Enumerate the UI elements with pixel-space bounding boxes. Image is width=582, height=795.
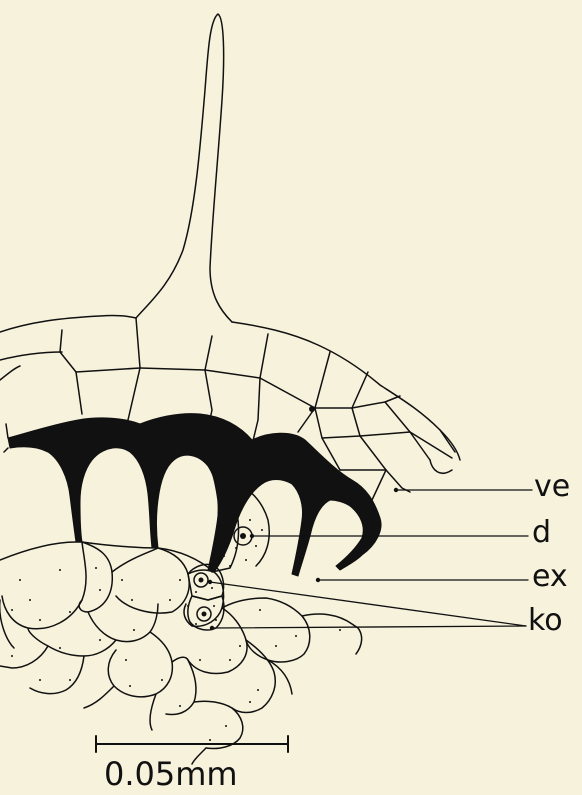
leader-ko-1 (210, 582, 526, 626)
cortex-cells (0, 542, 362, 764)
root-hair (136, 14, 232, 322)
label-d: d (532, 518, 551, 548)
scale-bar (96, 736, 288, 752)
leader-ko-2 (212, 626, 526, 628)
label-ko: ko (528, 606, 563, 636)
cytoplasm-stippling (11, 493, 341, 741)
scale-bar-label: 0.05mm (104, 758, 238, 790)
label-ex: ex (532, 562, 568, 592)
label-ve: ve (534, 472, 570, 502)
